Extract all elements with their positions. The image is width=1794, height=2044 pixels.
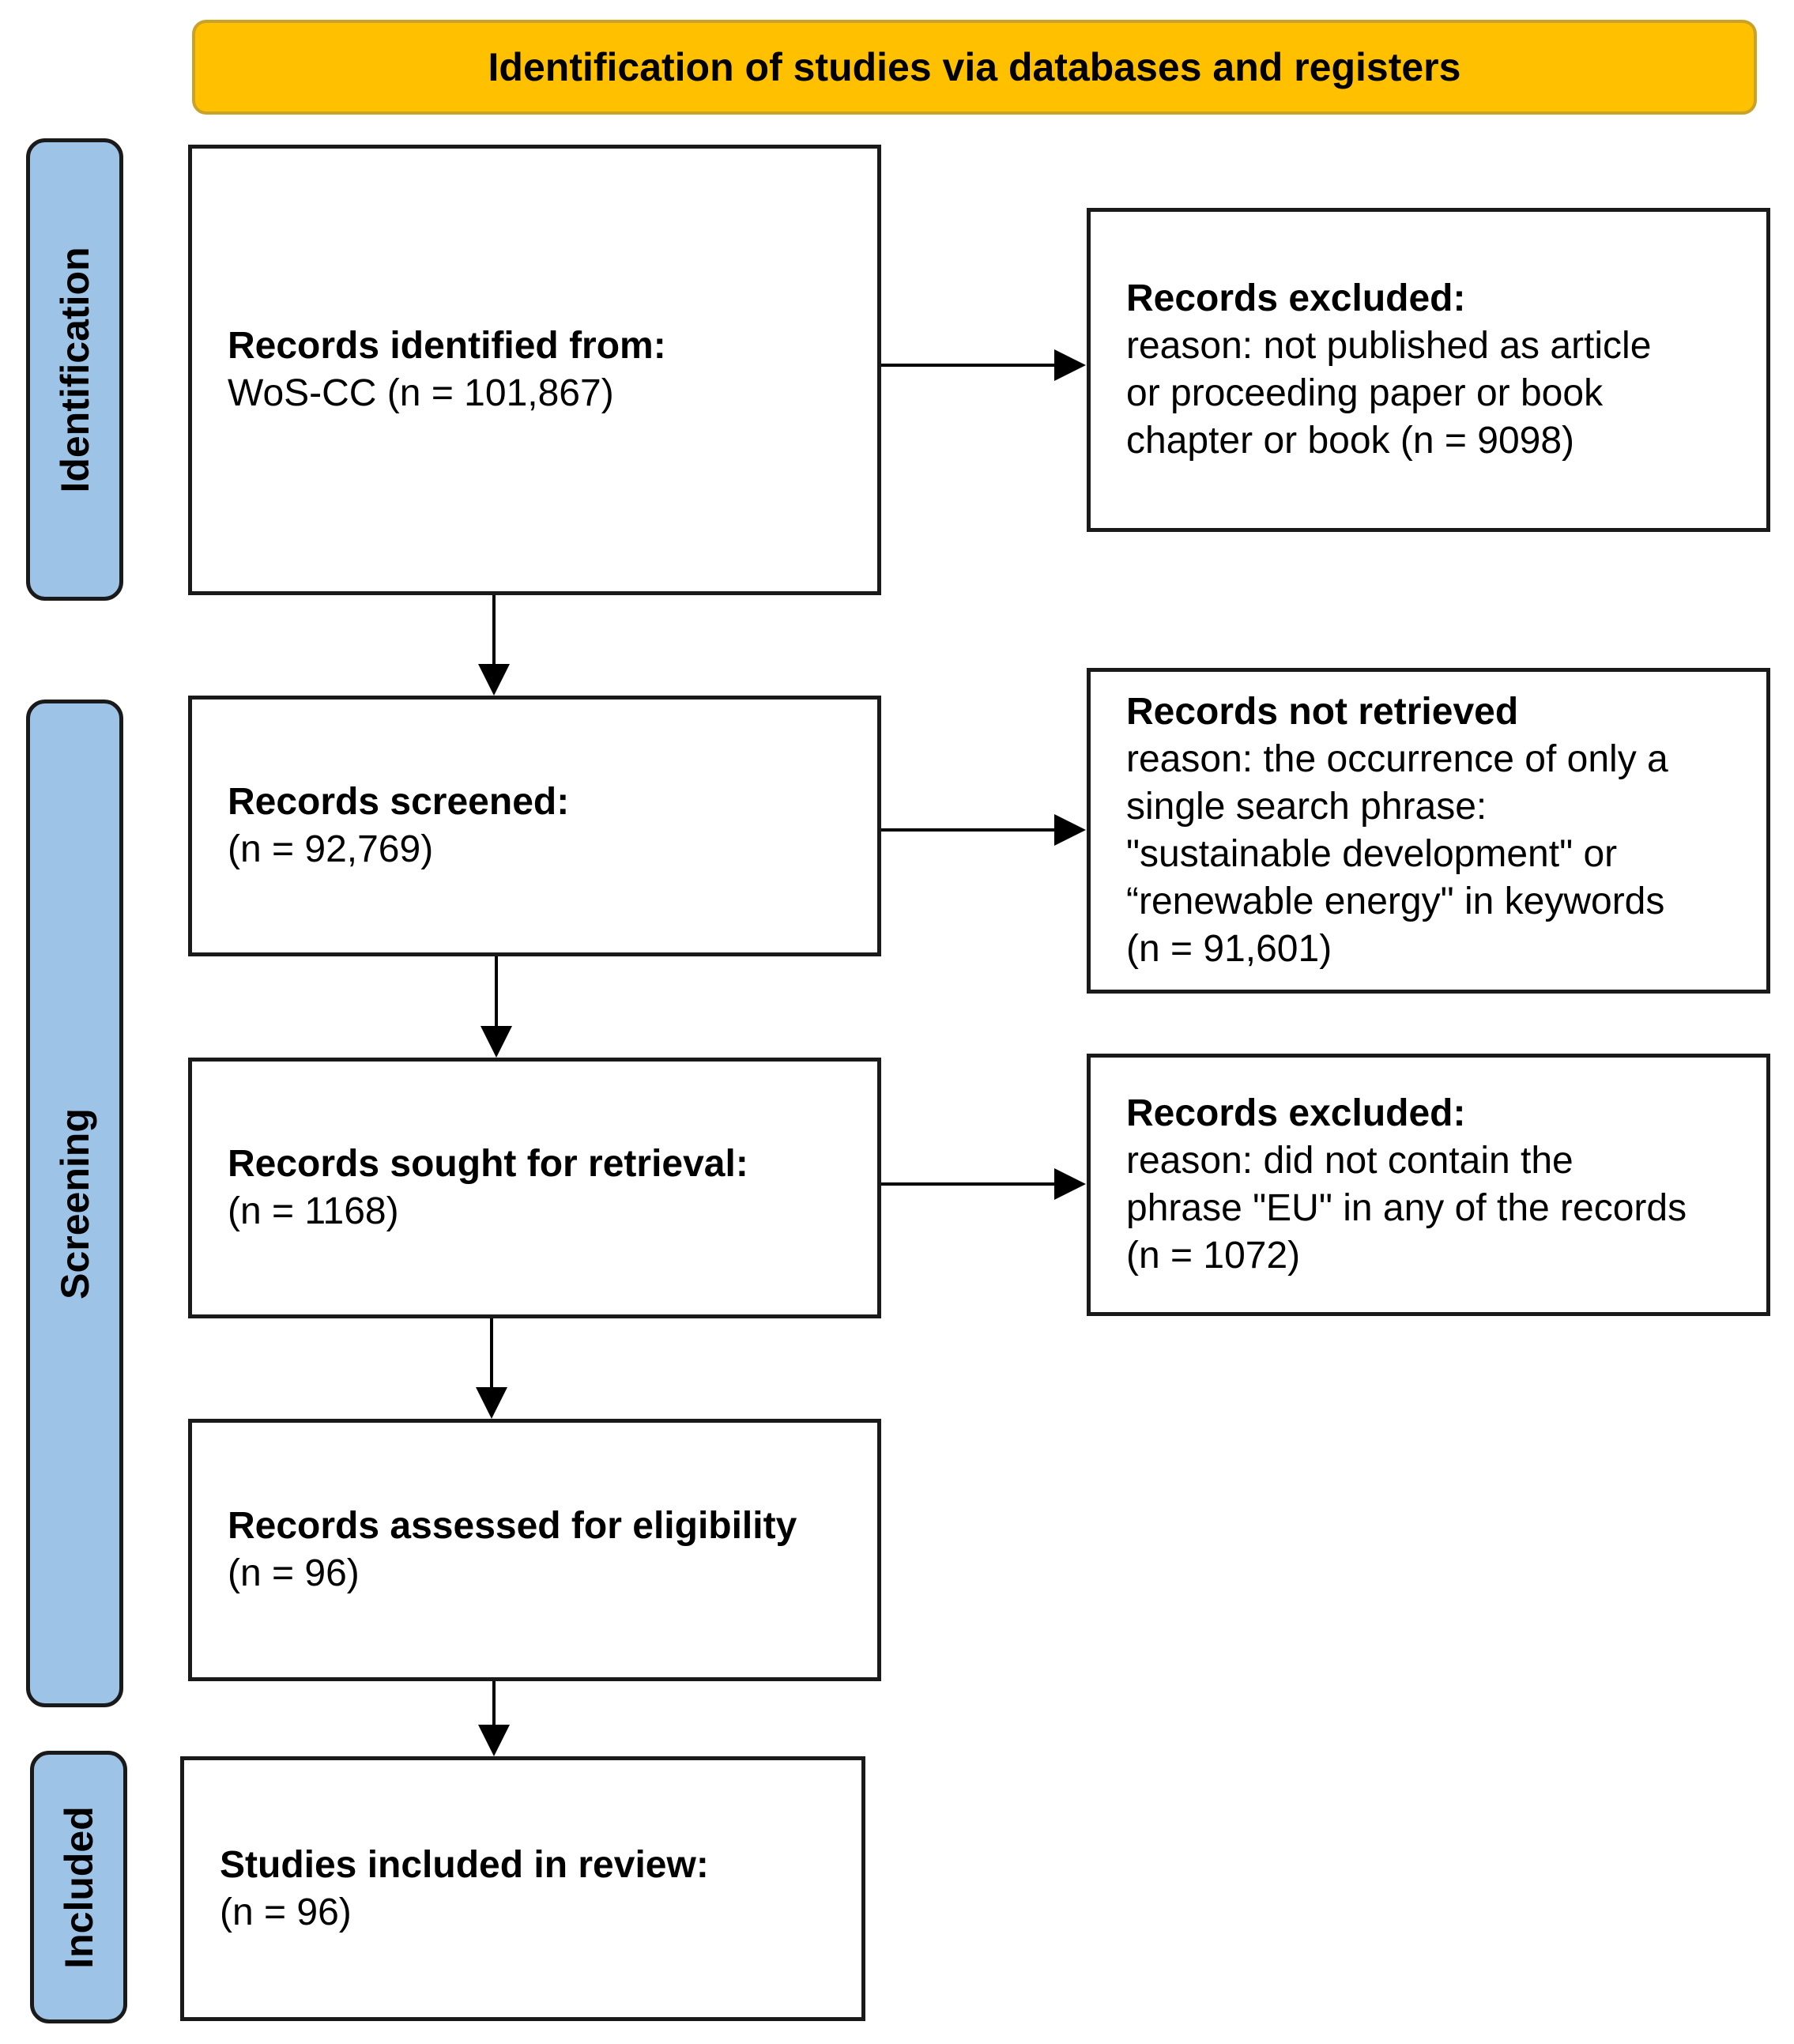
records-identified-title: Records identified from: xyxy=(228,325,666,367)
records-assessed-line: (n = 96) xyxy=(228,1552,360,1594)
records-excluded-1-line: reason: not published as article xyxy=(1126,325,1652,367)
records-excluded-box-1: Records excluded: reason: not published … xyxy=(1087,208,1770,532)
records-excluded-2-line: reason: did not contain the xyxy=(1126,1140,1574,1182)
records-excluded-2-title: Records excluded: xyxy=(1126,1092,1466,1134)
phase-included: Included xyxy=(30,1751,127,2023)
records-screened-title: Records screened: xyxy=(228,781,570,823)
studies-included-title: Studies included in review: xyxy=(220,1843,709,1886)
records-screened-box: Records screened: (n = 92,769) xyxy=(188,696,881,956)
records-excluded-box-2: Records excluded: reason: did not contai… xyxy=(1087,1054,1770,1316)
records-not-retrieved-line: “renewable energy" in keywords xyxy=(1126,881,1665,922)
records-not-retrieved-title: Records not retrieved xyxy=(1126,691,1519,733)
records-sought-title: Records sought for retrieval: xyxy=(228,1143,748,1185)
records-screened-line: (n = 92,769) xyxy=(228,828,434,870)
records-excluded-1-title: Records excluded: xyxy=(1126,277,1466,319)
records-not-retrieved-box: Records not retrieved reason: the occurr… xyxy=(1087,668,1770,994)
records-excluded-2-line: phrase "EU" in any of the records xyxy=(1126,1187,1687,1229)
phase-screening: Screening xyxy=(26,700,123,1707)
records-assessed-title: Records assessed for eligibility xyxy=(228,1505,797,1547)
records-excluded-1-line: chapter or book (n = 9098) xyxy=(1126,420,1575,462)
studies-included-box: Studies included in review: (n = 96) xyxy=(180,1756,865,2021)
records-not-retrieved-line: reason: the occurrence of only a xyxy=(1126,738,1668,780)
records-excluded-2-line: (n = 1072) xyxy=(1126,1235,1301,1277)
phase-identification: Identification xyxy=(26,138,123,601)
studies-included-line: (n = 96) xyxy=(220,1891,352,1933)
header-banner: Identification of studies via databases … xyxy=(192,20,1757,115)
records-identified-line: WoS-CC (n = 101,867) xyxy=(228,372,614,414)
records-sought-line: (n = 1168) xyxy=(228,1190,399,1232)
records-not-retrieved-line: (n = 91,601) xyxy=(1126,928,1332,970)
records-not-retrieved-line: "sustainable development" or xyxy=(1126,833,1618,875)
records-sought-box: Records sought for retrieval: (n = 1168) xyxy=(188,1058,881,1318)
records-excluded-1-line: or proceeding paper or book xyxy=(1126,372,1604,414)
records-not-retrieved-line: single search phrase: xyxy=(1126,786,1487,828)
records-identified-box: Records identified from: WoS-CC (n = 101… xyxy=(188,145,881,595)
records-assessed-box: Records assessed for eligibility (n = 96… xyxy=(188,1419,881,1681)
